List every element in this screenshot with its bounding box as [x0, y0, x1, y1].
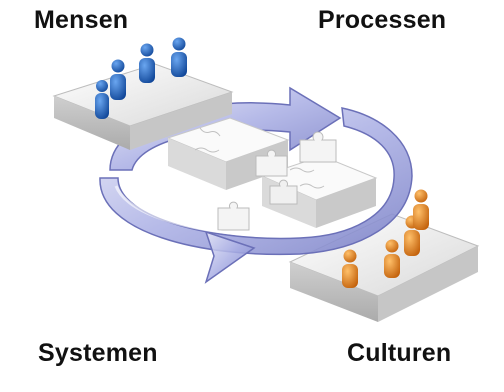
platform-culturen: [288, 213, 480, 322]
person-icon: [171, 37, 187, 77]
people-group-orange: [342, 189, 429, 288]
label-systemen: Systemen: [38, 339, 158, 367]
puzzle-piece-icon: [217, 131, 337, 231]
person-icon: [139, 43, 155, 83]
label-culturen: Culturen: [347, 339, 452, 367]
person-icon: [413, 189, 429, 230]
person-icon: [110, 59, 126, 100]
cycle-arrow-icon: [99, 107, 413, 284]
person-icon: [95, 80, 109, 119]
label-mensen: Mensen: [34, 6, 129, 34]
person-icon: [384, 239, 400, 278]
people-group-blue: [95, 37, 187, 119]
label-processen: Processen: [318, 6, 447, 34]
person-icon: [342, 249, 358, 288]
